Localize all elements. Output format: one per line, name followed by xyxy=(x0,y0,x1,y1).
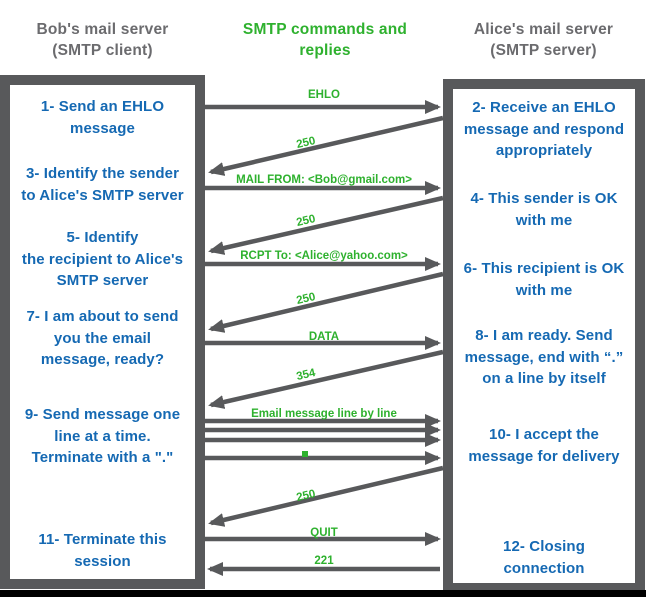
label-221: 221 xyxy=(314,555,334,567)
label-quit: QUIT xyxy=(310,527,338,539)
label-email-message: Email message line by line xyxy=(251,408,397,420)
server-step-12: 12- Closing connection xyxy=(503,538,585,577)
server-box xyxy=(443,79,645,593)
client-column-header: Bob's mail server (SMTP client) xyxy=(36,21,169,59)
arrow-reply-250-4 xyxy=(208,465,444,527)
server-column-header: Alice's mail server (SMTP server) xyxy=(473,21,614,59)
client-step-11: 11- Terminate this session xyxy=(38,531,167,570)
commands-column-header: SMTP commands and replies xyxy=(242,21,408,59)
server-step-2: 2- Receive an EHLO message and respond a… xyxy=(463,99,625,159)
client-box xyxy=(0,75,205,589)
server-step-4: 4- This sender is OK with me xyxy=(470,190,618,229)
label-data: DATA xyxy=(308,331,340,343)
arrow-reply-250-3 xyxy=(208,271,444,333)
client-step-9: 9- Send message one line at a time. Term… xyxy=(24,406,181,466)
bottom-bar xyxy=(0,590,646,597)
server-step-8: 8- I am ready. Send message, end with “.… xyxy=(464,327,624,387)
client-step-3: 3- Identify the sender to Alice's SMTP s… xyxy=(21,165,184,204)
arrow-reply-354 xyxy=(208,349,444,409)
dot-terminator-icon xyxy=(302,451,308,457)
client-step-1: 1- Send an EHLO message xyxy=(40,98,165,137)
client-step-5: 5- Identify the recipient to Alice's SMT… xyxy=(21,229,184,289)
client-step-7: 7- I am about to send you the email mess… xyxy=(26,308,179,368)
server-step-6: 6- This recipient is OK with me xyxy=(463,260,625,299)
label-rcpt-to: RCPT To: <Alice@yahoo.com> xyxy=(240,250,408,262)
arrow-reply-250-2 xyxy=(208,195,444,255)
label-ehlo: EHLO xyxy=(308,89,340,101)
server-step-10: 10- I accept the message for delivery xyxy=(468,426,620,465)
label-mail-from: MAIL FROM: <Bob@gmail.com> xyxy=(236,174,412,186)
arrow-reply-250-1 xyxy=(208,115,444,176)
